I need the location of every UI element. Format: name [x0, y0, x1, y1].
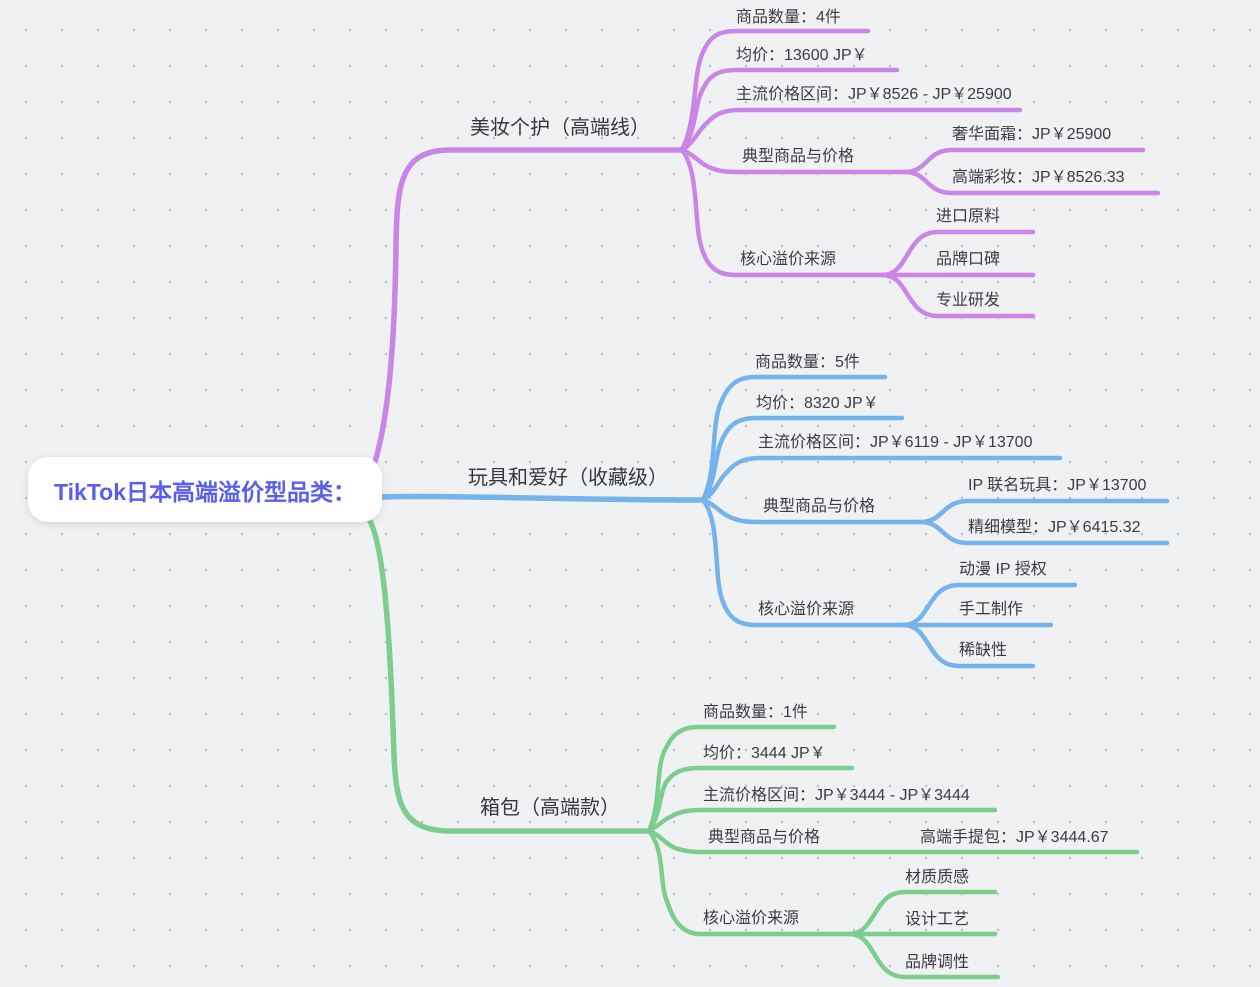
edge-toys-range	[700, 455, 1063, 503]
edge-toys-main	[377, 493, 706, 503]
branch-toys-edges	[377, 374, 1170, 669]
edge-beauty-range	[679, 107, 1023, 153]
node-beauty-avg[interactable]: 均价：13600 JP￥	[736, 47, 868, 64]
edge-beauty-premium	[679, 147, 885, 278]
node-beauty[interactable]: 美妆个护（高端线）	[470, 117, 650, 139]
edge-beauty-avg	[679, 67, 900, 153]
node-bags-handbag[interactable]: 高端手提包：JP￥3444.67	[920, 829, 1109, 846]
node-beauty-typical[interactable]: 典型商品与价格	[742, 148, 855, 165]
edge-toys-avg	[700, 415, 905, 503]
edge-bags-typical	[646, 828, 1140, 855]
edge-toys-count	[700, 374, 888, 503]
edge-beauty-rd	[879, 272, 1036, 319]
node-bags-design[interactable]: 设计工艺	[905, 911, 970, 928]
edge-bags-avg	[646, 765, 855, 834]
node-toys-premium[interactable]: 核心溢价来源	[758, 601, 855, 618]
node-bags-typical[interactable]: 典型商品与价格	[708, 829, 821, 846]
node-toys-ip-toy[interactable]: IP 联名玩具：JP￥13700	[968, 477, 1147, 494]
node-toys-scarcity[interactable]: 稀缺性	[959, 642, 1008, 659]
node-bags-tone[interactable]: 品牌调性	[905, 954, 970, 971]
node-toys[interactable]: 玩具和爱好（收藏级）	[468, 467, 668, 489]
edge-beauty-main	[365, 147, 685, 485]
edge-toys-scarcity	[900, 622, 1036, 669]
node-bags-avg[interactable]: 均价：3444 JP￥	[703, 745, 826, 762]
edge-toys-model	[917, 519, 1170, 546]
node-toys-range[interactable]: 主流价格区间：JP￥6119 - JP￥13700	[758, 434, 1033, 451]
root-title: TikTok日本高端溢价型品类：	[54, 478, 356, 505]
node-bags-texture[interactable]: 材质质感	[905, 869, 970, 886]
node-beauty-count[interactable]: 商品数量：4件	[736, 9, 841, 26]
node-beauty-material[interactable]: 进口原料	[936, 208, 1001, 225]
node-beauty-premium[interactable]: 核心溢价来源	[740, 251, 837, 268]
edge-beauty-makeup	[902, 169, 1161, 196]
edge-bags-premium	[646, 828, 852, 937]
node-beauty-rd[interactable]: 专业研发	[936, 292, 1001, 309]
node-toys-anime[interactable]: 动漫 IP 授权	[959, 561, 1047, 578]
node-beauty-makeup[interactable]: 高端彩妆：JP￥8526.33	[952, 169, 1125, 186]
edge-toys-premium	[700, 497, 906, 628]
node-beauty-brand[interactable]: 品牌口碑	[936, 251, 1001, 268]
branch-bags-edges	[365, 515, 1140, 980]
edge-bags-range	[646, 807, 998, 834]
branch-beauty-edges	[365, 28, 1161, 485]
edge-bags-main	[365, 515, 652, 834]
edge-beauty-count	[679, 28, 871, 153]
node-beauty-range[interactable]: 主流价格区间：JP￥8526 - JP￥25900	[736, 86, 1012, 103]
edge-beauty-typical	[679, 147, 908, 175]
node-beauty-cream[interactable]: 奢华面霜：JP￥25900	[952, 126, 1112, 143]
node-bags[interactable]: 箱包（高端款）	[480, 797, 620, 819]
root-node[interactable]: TikTok日本高端溢价型品类：	[28, 457, 382, 522]
edge-toys-typical	[700, 497, 923, 525]
node-toys-model[interactable]: 精细模型：JP￥6415.32	[968, 519, 1141, 536]
edge-bags-count	[646, 724, 837, 834]
node-bags-range[interactable]: 主流价格区间：JP￥3444 - JP￥3444	[703, 787, 970, 804]
node-bags-premium[interactable]: 核心溢价来源	[703, 910, 800, 927]
node-toys-count[interactable]: 商品数量：5件	[755, 354, 860, 371]
node-toys-handmade[interactable]: 手工制作	[959, 601, 1024, 618]
node-bags-count[interactable]: 商品数量：1件	[703, 704, 808, 721]
node-toys-typical[interactable]: 典型商品与价格	[763, 498, 876, 515]
edge-bags-tone	[846, 931, 1001, 980]
node-toys-avg[interactable]: 均价：8320 JP￥	[756, 395, 879, 412]
